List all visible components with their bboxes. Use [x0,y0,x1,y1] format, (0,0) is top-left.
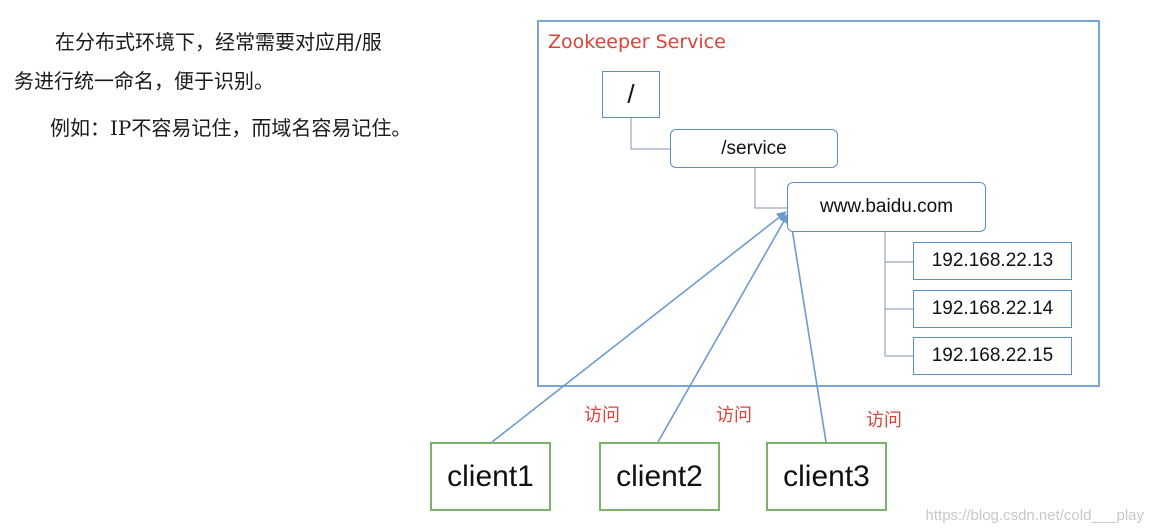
zookeeper-service-box [537,20,1100,387]
connector-root-service [630,118,670,150]
node-domain: www.baidu.com [787,182,986,232]
node-root: / [602,71,660,118]
intro-line-3: 例如：IP不容易记住，而域名容易记住。 [50,116,412,140]
intro-line-2: 务进行统一命名，便于识别。 [14,69,274,93]
node-service: /service [670,129,838,168]
node-ip-2: 192.168.22.14 [913,290,1072,328]
arrow-client1 [491,211,787,443]
node-ip-1: 192.168.22.13 [913,242,1072,280]
client2-box: client2 [599,442,720,511]
zookeeper-service-label: Zookeeper Service [548,31,726,53]
node-ip-3: 192.168.22.15 [913,337,1072,375]
arrow-client3 [786,215,827,443]
access-label-2: 访问 [716,405,752,426]
client3-box: client3 [766,442,887,511]
client1-box: client1 [430,442,551,511]
access-label-3: 访问 [866,410,902,431]
arrow-client2 [657,213,789,443]
connector-service-domain [754,168,787,209]
watermark: https://blog.csdn.net/cold___play [925,507,1144,524]
intro-line-1: 在分布式环境下，经常需要对应用/服 [55,30,382,54]
access-label-1: 访问 [584,405,620,426]
